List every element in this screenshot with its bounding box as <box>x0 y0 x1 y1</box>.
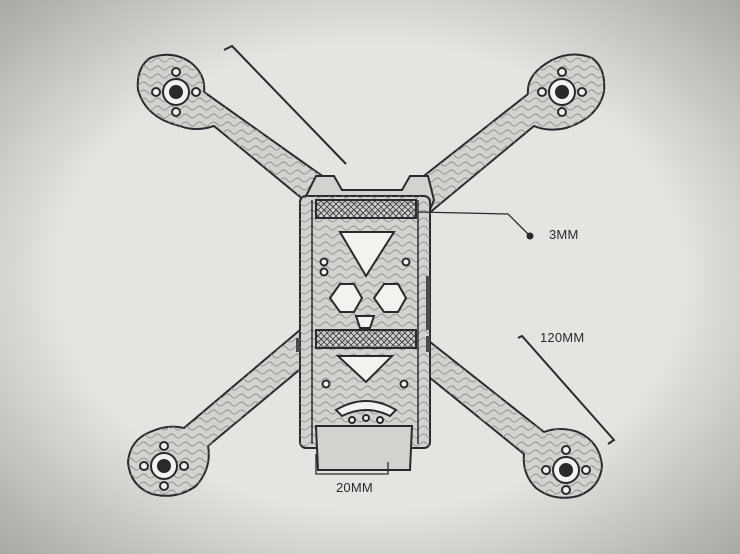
triangle-cutout-icon <box>338 231 396 278</box>
battery-straps <box>315 199 417 349</box>
thickness-leader <box>417 211 531 237</box>
motor-mount-icon <box>151 67 201 117</box>
motor-mount-icon <box>541 445 591 495</box>
motor-mounts <box>139 67 591 495</box>
standoffs <box>296 276 430 352</box>
stack-width-label: 20MM <box>336 480 373 495</box>
dimension-lines <box>223 44 616 475</box>
stack-dim-bracket <box>315 454 389 475</box>
arm-dim-line-bottom <box>517 334 616 445</box>
hexagon-cutout-icon <box>328 283 364 313</box>
triangle-cutout-icon <box>335 355 395 384</box>
small-cutout <box>354 315 376 329</box>
center-plate <box>299 175 436 471</box>
cutouts <box>319 231 411 424</box>
plate-thickness-label: 3MM <box>549 227 579 242</box>
arm-dim-line-top <box>223 44 347 165</box>
slot-cutout <box>334 400 398 418</box>
arm-span-label: 120MM <box>540 330 585 345</box>
bottom-strap <box>315 329 417 349</box>
motor-mount-icon <box>139 441 189 491</box>
top-strap <box>315 199 417 219</box>
hexagon-cutout-icon <box>372 283 408 313</box>
motor-mount-icon <box>537 67 587 117</box>
